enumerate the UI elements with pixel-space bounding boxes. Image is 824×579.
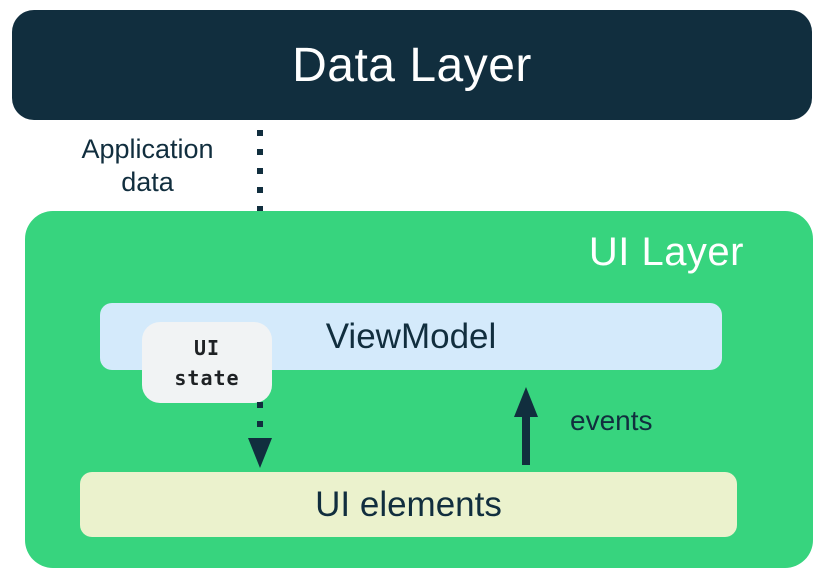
application-data-line2: data xyxy=(121,167,174,197)
ui-state-line1: UI xyxy=(193,335,221,360)
up-arrow-shaft xyxy=(522,415,530,465)
ui-layer-label: UI Layer xyxy=(588,230,744,274)
up-arrow-icon xyxy=(514,387,538,417)
ui-state-dotted-line xyxy=(257,402,263,438)
ui-state-line2: state xyxy=(174,365,240,390)
application-data-line1: Application xyxy=(81,134,214,164)
application-data-label: Application data xyxy=(55,133,240,199)
events-label: events xyxy=(570,405,653,436)
application-data-dotted-line xyxy=(257,130,263,267)
ui-elements-bar: UI elements xyxy=(80,472,737,537)
down-arrowhead-icon xyxy=(248,438,272,468)
data-layer-label: Data Layer xyxy=(292,38,532,92)
data-layer-box: Data Layer xyxy=(12,10,812,120)
ui-state-badge: UI state xyxy=(142,322,272,403)
viewmodel-label: ViewModel xyxy=(325,316,497,356)
ui-elements-label: UI elements xyxy=(315,484,502,524)
